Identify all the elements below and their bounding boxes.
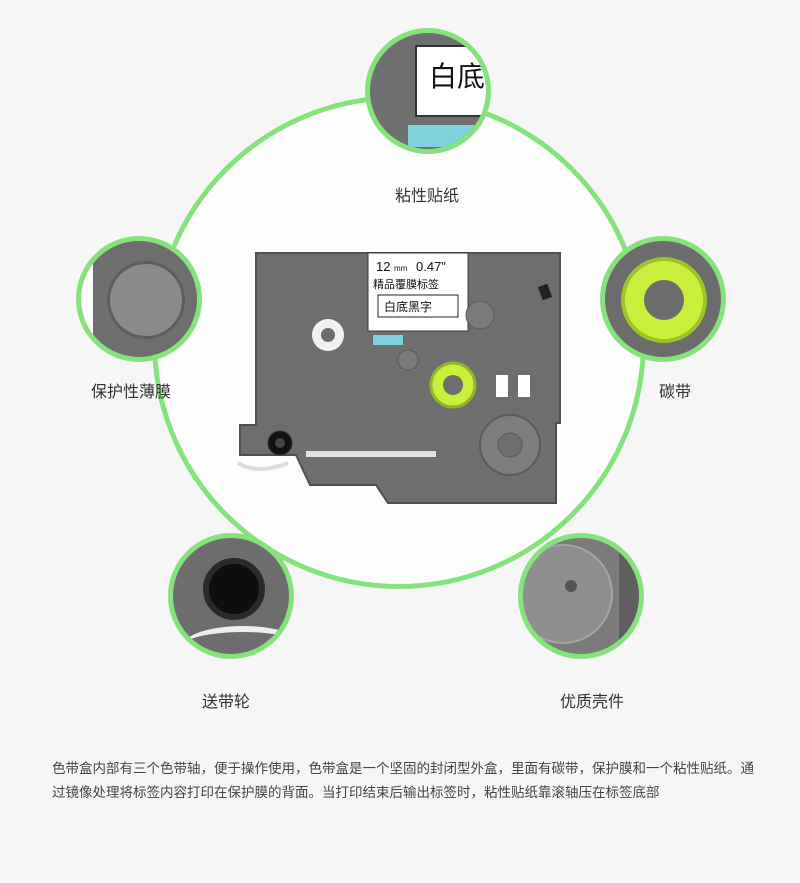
callout-adhesive-paper-image: 白底	[365, 28, 491, 154]
cartridge-size-inch: 0.47"	[416, 259, 446, 274]
cartridge-size-unit: mm	[394, 264, 408, 273]
label-quality-shell: 优质壳件	[560, 692, 625, 711]
zoom-shell-disc	[523, 544, 613, 644]
callout-quality-shell-image	[518, 533, 644, 659]
zoom-feed-wheel	[203, 558, 265, 620]
adhesive-zoom-label: 白底	[415, 45, 486, 117]
tape-cartridge: 12 mm 0.47" 精品覆膜标签 白底黑字	[236, 252, 561, 504]
callout-feed-wheel-image	[168, 533, 294, 659]
label-feed-wheel: 送带轮	[202, 692, 251, 711]
zoom-ribbon-hub	[644, 280, 684, 320]
cartridge-tape-type: 白底黑字	[384, 299, 432, 314]
zoom-film-strip	[81, 253, 93, 343]
callout-ink-ribbon-image	[600, 236, 726, 362]
label-adhesive-paper: 粘性贴纸	[395, 186, 460, 205]
cartridge-size-mm: 12	[376, 259, 390, 274]
zoom-feed-tape	[183, 626, 289, 654]
callout-protective-film-image	[76, 236, 202, 362]
label-ink-ribbon: 碳带	[659, 382, 692, 401]
zoom-ribbon-spool	[621, 257, 707, 343]
description-text: 色带盒内部有三个色带轴，便于操作使用，色带盒是一个坚固的封闭型外盒，里面有碳带，…	[52, 761, 754, 801]
zoom-tape-blue	[408, 125, 486, 147]
zoom-shell-edge	[619, 538, 639, 654]
zoom-film-spool	[107, 261, 185, 339]
label-protective-film: 保护性薄膜	[91, 382, 172, 401]
cartridge-product-line: 精品覆膜标签	[373, 277, 439, 291]
zoom-shell-hole	[565, 580, 577, 592]
